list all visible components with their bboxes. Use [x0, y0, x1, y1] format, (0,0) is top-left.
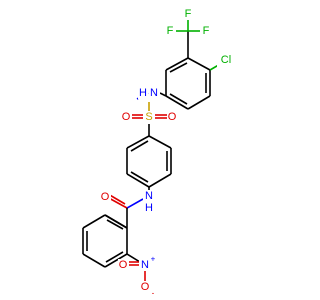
sulfonamide-h-label: H [139, 87, 147, 99]
fluorine-label-2: F [203, 25, 210, 37]
amide-h-label: H [145, 202, 153, 214]
bond-double-inner [169, 62, 188, 73]
nitro-n-charge: + [151, 255, 156, 264]
bond [165, 95, 189, 110]
sulfur-label: S [145, 111, 152, 123]
bond [187, 57, 211, 71]
nitro-oxygen-bottom-charge: - [152, 289, 155, 298]
bond-double [104, 214, 128, 229]
bond [82, 253, 106, 268]
bond [165, 57, 189, 71]
bond-double-inner [130, 140, 149, 152]
chlorine-label: Cl [221, 54, 231, 66]
fluorine-label-1: F [167, 25, 174, 37]
bond-double-inner [130, 171, 149, 183]
molecule-structure: F F F Cl N H S O O N H O N + [82, 8, 235, 298]
atom-labels: F F F Cl N H S O O N H O N + [100, 8, 235, 298]
bond-double-inner [105, 251, 124, 263]
fluorine-label-3: F [185, 8, 192, 20]
sulfonyl-oxygen-left-label: O [122, 111, 131, 123]
top-ring [165, 57, 223, 110]
nitro-oxygen-bottom-label: O [141, 281, 150, 293]
nitro-n-label: N [141, 259, 149, 271]
bond-double-inner [106, 219, 124, 230]
bond [148, 173, 172, 188]
amide-oxygen-label: O [101, 191, 110, 203]
bond [148, 135, 172, 149]
bond [126, 135, 150, 149]
bond [104, 253, 128, 268]
bond-nh-to-carbonyl [126, 198, 144, 209]
amide-n-label: N [145, 190, 153, 202]
bottom-ring [82, 214, 141, 268]
bond-ring-to-nh [159, 92, 167, 97]
cf3-bonds [173, 18, 203, 58]
bond-ring-to-nitro [126, 253, 141, 263]
nitro-oxygen-left-label: O [119, 259, 128, 271]
middle-ring [126, 135, 172, 188]
molecule-diagram-stage: F F F Cl N H S O O N H O N + [82, 8, 235, 298]
bond [82, 214, 106, 229]
sulfonamide-n-label: N [150, 87, 158, 99]
amide-link [106, 187, 150, 228]
sulfonyl-oxygen-right-label: O [168, 111, 177, 123]
bond [126, 173, 150, 188]
bond-double-inner [169, 93, 188, 105]
bond [187, 95, 211, 110]
